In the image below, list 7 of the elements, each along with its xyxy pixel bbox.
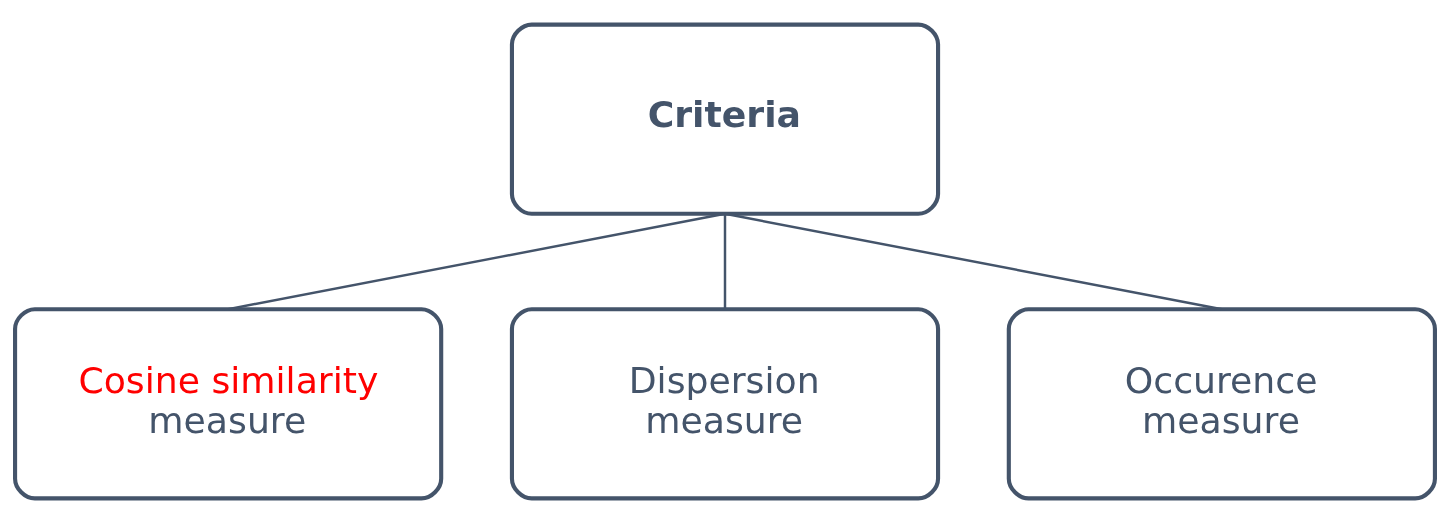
node-box: Cosine similarity measure: [13, 306, 444, 500]
node-box: Dispersion measure: [509, 306, 941, 500]
connector: [227, 212, 726, 310]
node-box: Occurence measure: [1006, 306, 1437, 500]
connector: [723, 213, 727, 309]
connector: [724, 212, 1223, 310]
node-box: Criteria: [509, 22, 941, 216]
